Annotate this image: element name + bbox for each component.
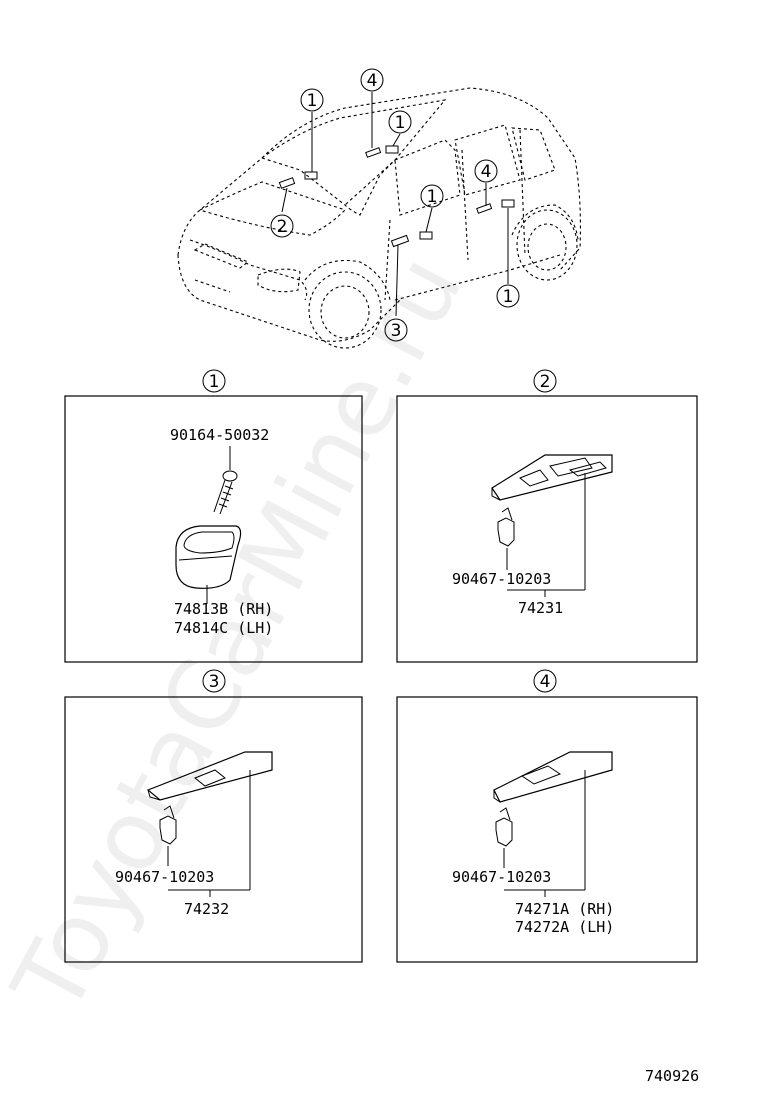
svg-text:4: 4: [481, 162, 492, 182]
part-74814C-lh: 74814C (LH): [174, 619, 273, 637]
panel-3-number: 3: [209, 672, 220, 692]
callout-car-3: 3: [384, 318, 408, 342]
door-handle-cover-icon: [175, 525, 242, 589]
panel-2-number: 2: [540, 372, 551, 392]
car-illustration: [177, 87, 581, 349]
window-switch-base-icon: [493, 751, 613, 803]
svg-text:2: 2: [277, 217, 288, 237]
callout-car-4-b: 4: [474, 159, 498, 183]
screw-icon: [213, 470, 238, 515]
clip-icon: [497, 507, 515, 547]
callout-car-1-d: 1: [496, 284, 520, 308]
clip-part-number-2: 90467-10203: [452, 570, 551, 588]
part-74232: 74232: [184, 900, 229, 918]
panel-4-frame: [396, 696, 698, 963]
panel-1-number-circle: [202, 369, 226, 393]
panel-3: 3 90467-10203 74232: [64, 669, 363, 963]
diagram-code: 740926: [645, 1067, 699, 1085]
svg-text:1: 1: [503, 287, 514, 307]
svg-text:4: 4: [367, 71, 378, 91]
part-74813B-rh: 74813B (RH): [174, 600, 273, 618]
part-74272A-lh: 74272A (LH): [515, 918, 614, 936]
clip-part-number-3: 90467-10203: [115, 868, 214, 886]
clip-part-number-4: 90467-10203: [452, 868, 551, 886]
panel-1: 1 90164-50032 74813B (RH) 74814C (LH): [64, 369, 363, 663]
panel-4-number: 4: [540, 672, 551, 692]
panel-3-frame: [64, 696, 363, 963]
panel-2: 2 90467-10203 74231: [396, 369, 698, 663]
panel-1-number: 1: [209, 372, 220, 392]
window-switch-base-icon: [146, 751, 273, 801]
svg-text:1: 1: [395, 113, 406, 133]
panel-1-frame: [64, 395, 363, 663]
window-switch-base-icon: [491, 454, 613, 501]
panel-4: 4 90467-10203 74271A (RH) 74272A (LH): [396, 669, 698, 963]
callout-car-2: 2: [270, 214, 294, 238]
callout-car-1-c: 1: [420, 184, 444, 208]
screw-part-number: 90164-50032: [170, 426, 269, 444]
callout-car-4-a: 4: [360, 68, 384, 92]
callout-car-1-b: 1: [388, 110, 412, 134]
clip-icon: [159, 805, 177, 845]
svg-text:1: 1: [307, 91, 318, 111]
clip-icon: [495, 807, 513, 847]
part-74271A-rh: 74271A (RH): [515, 900, 614, 918]
svg-text:3: 3: [391, 321, 402, 341]
callout-car-1-a: 1: [300, 88, 324, 112]
panel-2-frame: [396, 395, 698, 663]
part-74231: 74231: [518, 599, 563, 617]
svg-text:1: 1: [427, 187, 438, 207]
